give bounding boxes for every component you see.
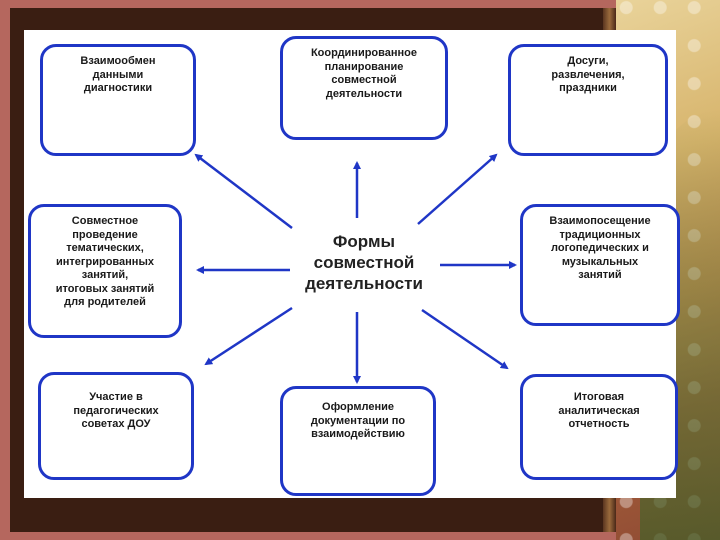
box-leisure-text: Досуги, развлечения, праздники bbox=[551, 55, 625, 94]
box-leisure: Досуги, развлечения, праздники bbox=[508, 44, 668, 156]
box-coordinated-planning: Координированное планирование совместной… bbox=[280, 36, 448, 140]
box-joint-lessons: Совместное проведение тематических, инте… bbox=[28, 204, 182, 338]
box-data-exchange-text: Взаимообмен данными диагностики bbox=[80, 55, 156, 94]
box-joint-lessons-text: Совместное проведение тематических, инте… bbox=[55, 215, 155, 308]
center-title: Формы совместной деятельности bbox=[305, 231, 423, 293]
box-pedagogical-councils-text: Участие в педагогических советах ДОУ bbox=[73, 391, 159, 430]
box-final-report: Итоговая аналитическая отчетность bbox=[520, 374, 678, 480]
box-mutual-visits-text: Взаимопосещение традиционных логопедичес… bbox=[549, 215, 651, 281]
box-documentation-text: Оформление документации по взаимодействи… bbox=[310, 401, 406, 440]
box-data-exchange: Взаимообмен данными диагностики bbox=[40, 44, 196, 156]
center-node: Формы совместной деятельности bbox=[284, 222, 444, 302]
box-final-report-text: Итоговая аналитическая отчетность bbox=[558, 391, 640, 430]
box-documentation: Оформление документации по взаимодействи… bbox=[280, 386, 436, 496]
box-mutual-visits: Взаимопосещение традиционных логопедичес… bbox=[520, 204, 680, 326]
box-coordinated-planning-text: Координированное планирование совместной… bbox=[310, 47, 418, 100]
box-pedagogical-councils: Участие в педагогических советах ДОУ bbox=[38, 372, 194, 480]
